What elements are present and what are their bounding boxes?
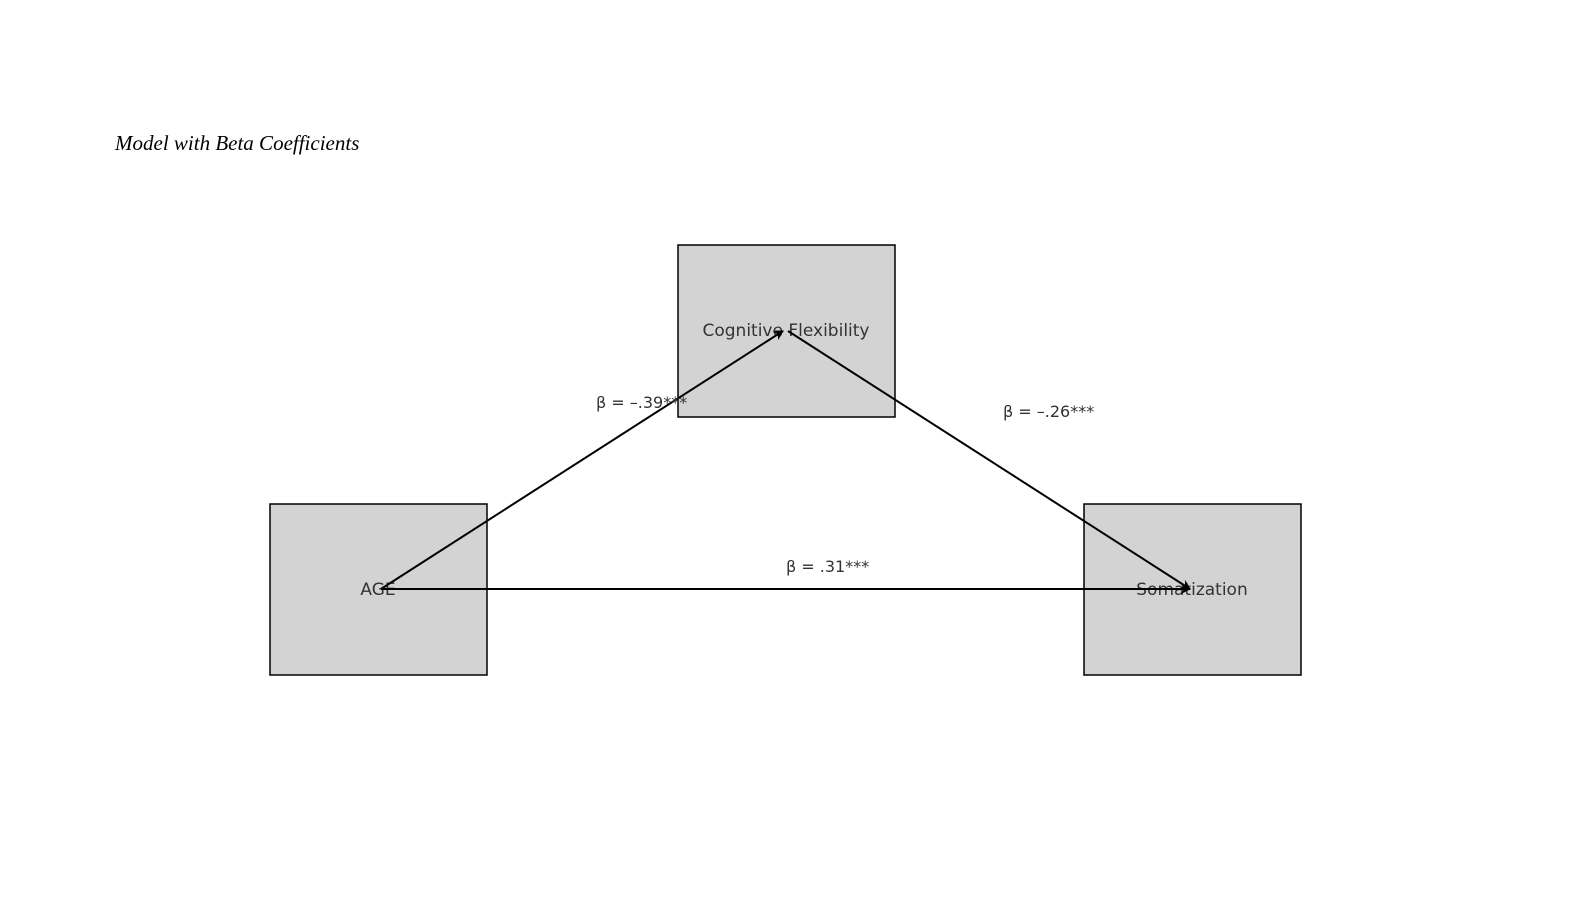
path-b-arrow xyxy=(787,330,1191,590)
mediator-label: Cognitive Flexibility xyxy=(702,321,869,341)
path-c-coefficient: β = .31*** xyxy=(786,557,869,576)
path-a-coefficient: β = –.39*** xyxy=(596,393,687,412)
path-a-arrow xyxy=(380,330,784,590)
figure-title: Model with Beta Coefficients xyxy=(115,131,360,155)
mediator-box xyxy=(677,244,896,418)
path-b-coefficient: β = –.26*** xyxy=(1003,402,1094,421)
outcome-label: Somatization xyxy=(1136,580,1247,600)
